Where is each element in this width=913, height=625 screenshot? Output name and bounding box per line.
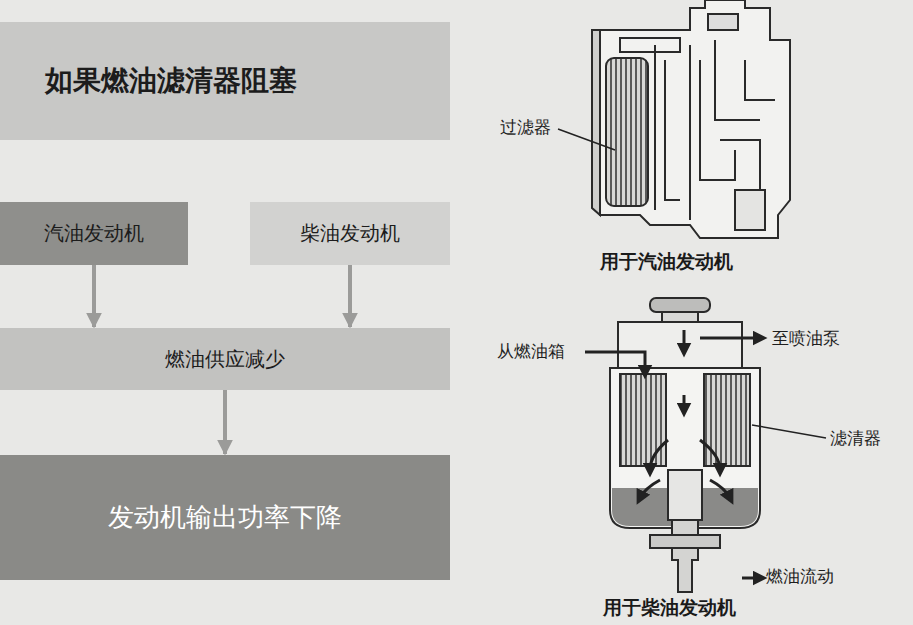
node-text: 发动机输出功率下降 [108,500,342,535]
process-box: 汽油发动机 [0,202,188,265]
flow-arrow [223,390,227,454]
process-box: 燃油供应减少 [0,328,450,390]
gasoline-filter [592,0,790,238]
caption-label: 用于柴油发动机 [603,596,736,619]
node-text: 如果燃油滤清器阻塞 [45,62,297,100]
part-label: 过滤器 [500,117,551,137]
heading-box: 如果燃油滤清器阻塞 [0,22,450,140]
node-text: 汽油发动机 [44,220,144,247]
fuel-flow-arrows [585,330,760,578]
flow-arrow [92,265,96,327]
legend-label: 燃油流动 [766,566,834,586]
node-text: 柴油发动机 [300,220,400,247]
part-label: 滤清器 [830,428,881,448]
result-box: 发动机输出功率下降 [0,455,450,580]
node-text: 燃油供应减少 [165,346,285,373]
process-box: 柴油发动机 [250,202,450,265]
caption-label: 用于汽油发动机 [600,250,733,273]
diesel-filter [610,298,760,592]
flow-label: 至喷油泵 [772,328,840,348]
flow-label: 从燃油箱 [497,341,565,361]
flow-arrow [348,265,352,327]
